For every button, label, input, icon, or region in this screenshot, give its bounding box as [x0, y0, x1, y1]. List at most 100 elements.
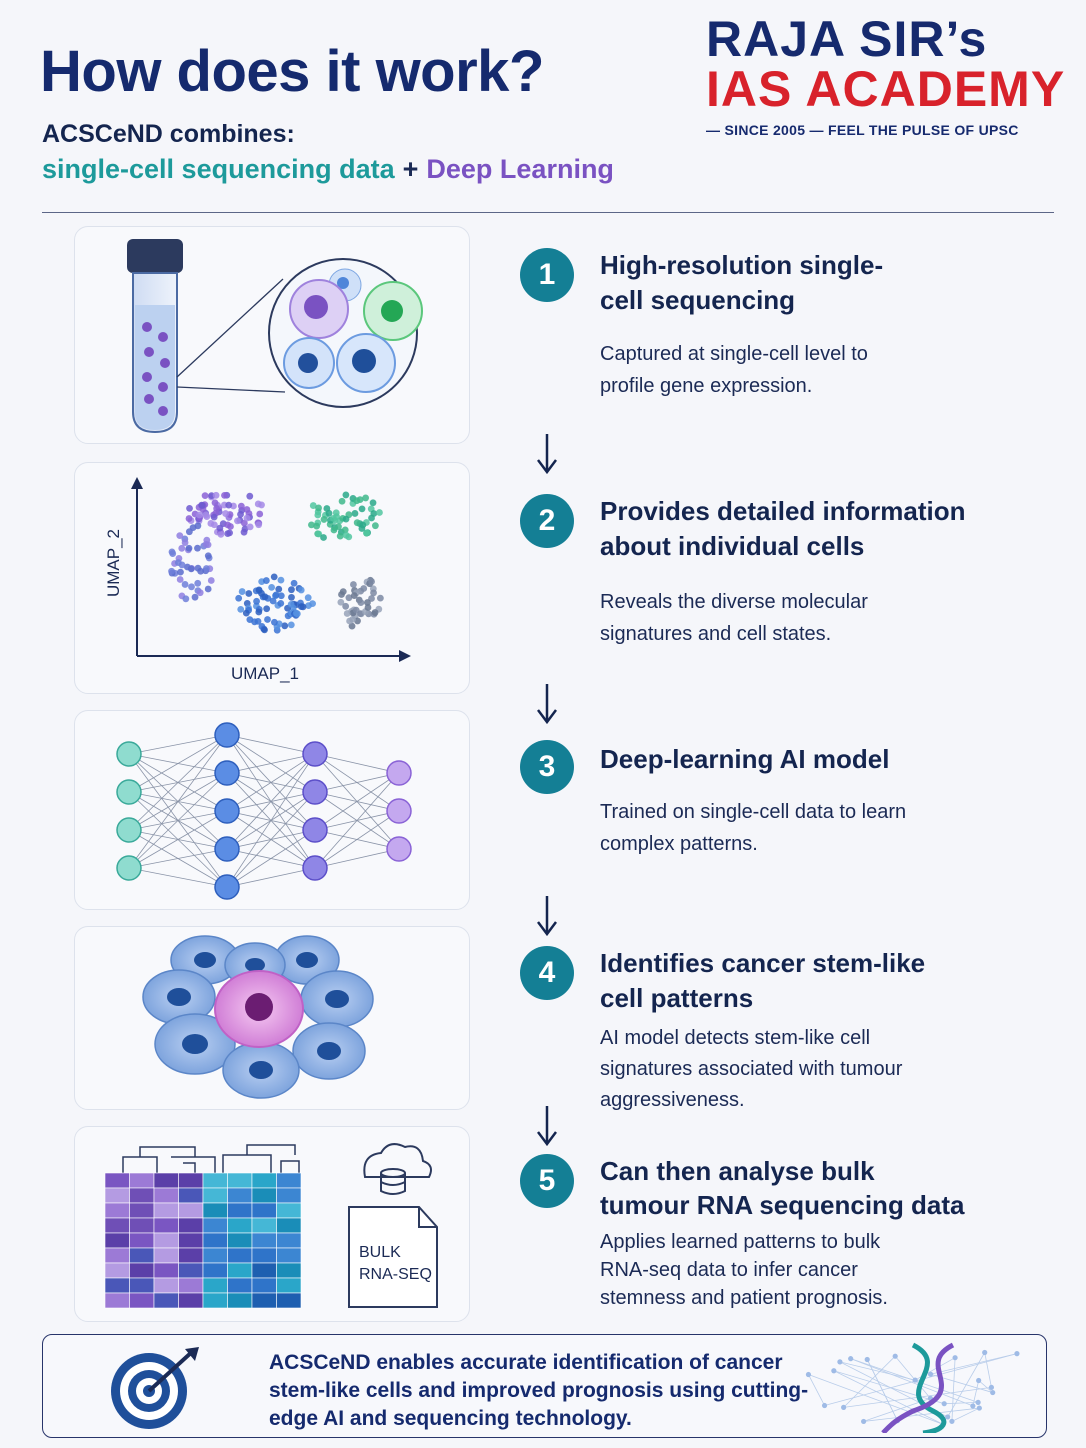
combo-deep-learning: Deep Learning — [426, 154, 614, 184]
cancer-stem-cells-icon — [142, 935, 374, 1099]
umap-dot — [185, 544, 193, 552]
umap-dot — [364, 604, 372, 611]
heatmap-cell — [276, 1292, 302, 1309]
heatmap-cell — [153, 1277, 179, 1294]
umap-dot — [338, 497, 346, 505]
umap-dot — [176, 532, 184, 540]
heatmap-cell — [202, 1247, 228, 1264]
umap-dot — [185, 515, 193, 522]
heatmap-cell — [104, 1292, 130, 1309]
umap-dot — [315, 504, 322, 512]
heatmap-cell — [227, 1232, 253, 1249]
umap-dot — [368, 578, 375, 585]
step-5: 5 Can then analyse bulk tumour RNA seque… — [520, 1154, 990, 1324]
umap-dot — [299, 603, 307, 611]
nn-node — [116, 855, 142, 881]
umap-dot — [204, 552, 212, 560]
heatmap-cell — [129, 1292, 155, 1309]
heatmap-cell — [227, 1202, 253, 1219]
nn-edge — [314, 772, 400, 793]
umap-dot — [309, 600, 316, 608]
heatmap-cell — [178, 1277, 204, 1294]
nn-edge — [128, 734, 228, 755]
step-3: 3 Deep-learning AI model Trained on sing… — [520, 740, 990, 870]
heatmap-cell — [202, 1187, 228, 1204]
footer-text: ACSCeND enables accurate identification … — [269, 1351, 809, 1430]
umap-dot — [256, 510, 264, 518]
umap-dot — [342, 491, 350, 499]
umap-dot — [187, 565, 195, 573]
arrow-down-icon — [537, 684, 557, 725]
header-divider — [42, 212, 1054, 213]
umap-dot — [191, 593, 199, 601]
heatmap-cell — [202, 1277, 228, 1294]
umap-dot — [217, 530, 225, 538]
umap-dot — [304, 594, 312, 602]
umap-dot — [352, 606, 360, 614]
umap-dot — [376, 594, 384, 602]
umap-dot — [188, 583, 195, 591]
umap-dot — [213, 505, 221, 512]
heatmap-cell — [227, 1262, 253, 1279]
umap-dot — [181, 581, 189, 588]
nn-node — [386, 760, 412, 786]
heatmap-cell — [202, 1262, 228, 1279]
umap-dot — [246, 492, 254, 500]
target-icon — [111, 1347, 199, 1429]
umap-dot — [343, 610, 351, 617]
umap-dot — [210, 513, 218, 521]
umap-dot — [222, 510, 230, 517]
heatmap-cell — [251, 1172, 277, 1189]
heatmap-cell — [276, 1217, 302, 1234]
umap-dot — [277, 592, 285, 600]
step-description: AI model detects stem-like cell signatur… — [600, 1027, 903, 1111]
combo-single-cell: single-cell sequencing data — [42, 154, 395, 184]
nn-edge — [314, 772, 400, 869]
page-title: How does it work? — [40, 39, 544, 104]
umap-dot — [342, 602, 350, 610]
umap-dot — [176, 576, 184, 583]
umap-dot — [246, 523, 254, 531]
umap-dot — [262, 577, 270, 584]
umap-dot — [238, 588, 246, 595]
umap-dot — [269, 597, 277, 605]
heatmap-cell — [251, 1232, 277, 1249]
heatmap-cell — [251, 1202, 277, 1219]
nn-edge — [226, 753, 316, 888]
heatmap-cell — [129, 1232, 155, 1249]
umap-dot — [320, 516, 328, 523]
heatmap-cell — [276, 1187, 302, 1204]
step-number: 3 — [520, 740, 574, 794]
umap-x-label: UMAP_1 — [231, 664, 299, 683]
bulk-document-icon: BULK RNA-SEQ — [348, 1206, 438, 1308]
umap-dot — [221, 491, 228, 499]
heatmap-cell — [251, 1277, 277, 1294]
umap-dot — [226, 529, 234, 537]
umap-dot — [275, 585, 283, 593]
heatmap-cell — [104, 1262, 130, 1279]
brand-logo: RAJA SIR’s IAS ACADEMY — SINCE 2005 — FE… — [706, 14, 1076, 138]
arrow-down-icon — [537, 896, 557, 937]
umap-dot — [337, 598, 345, 606]
step-description: Captured at single-cell level to profile… — [600, 343, 868, 397]
umap-dot — [242, 609, 250, 617]
nn-edge — [226, 753, 316, 850]
umap-dot — [309, 502, 317, 509]
heatmap-cell — [251, 1217, 277, 1234]
umap-dot — [353, 497, 361, 505]
heatmap-cell — [129, 1202, 155, 1219]
umap-dot — [237, 510, 244, 518]
step-description: Reveals the diverse molecular signatures… — [600, 591, 868, 645]
umap-dot — [271, 618, 278, 626]
nn-edge — [128, 734, 228, 793]
umap-dot — [357, 599, 365, 607]
heatmap-cell — [178, 1292, 204, 1309]
umap-dot — [371, 522, 379, 530]
brand-tagline: — SINCE 2005 — FEEL THE PULSE OF UPSC — [706, 122, 1019, 138]
nn-node — [302, 779, 328, 805]
umap-dot — [235, 594, 243, 602]
umap-dot — [277, 576, 285, 584]
umap-dot — [178, 544, 186, 552]
umap-dot — [338, 591, 345, 598]
nn-node — [386, 836, 412, 862]
